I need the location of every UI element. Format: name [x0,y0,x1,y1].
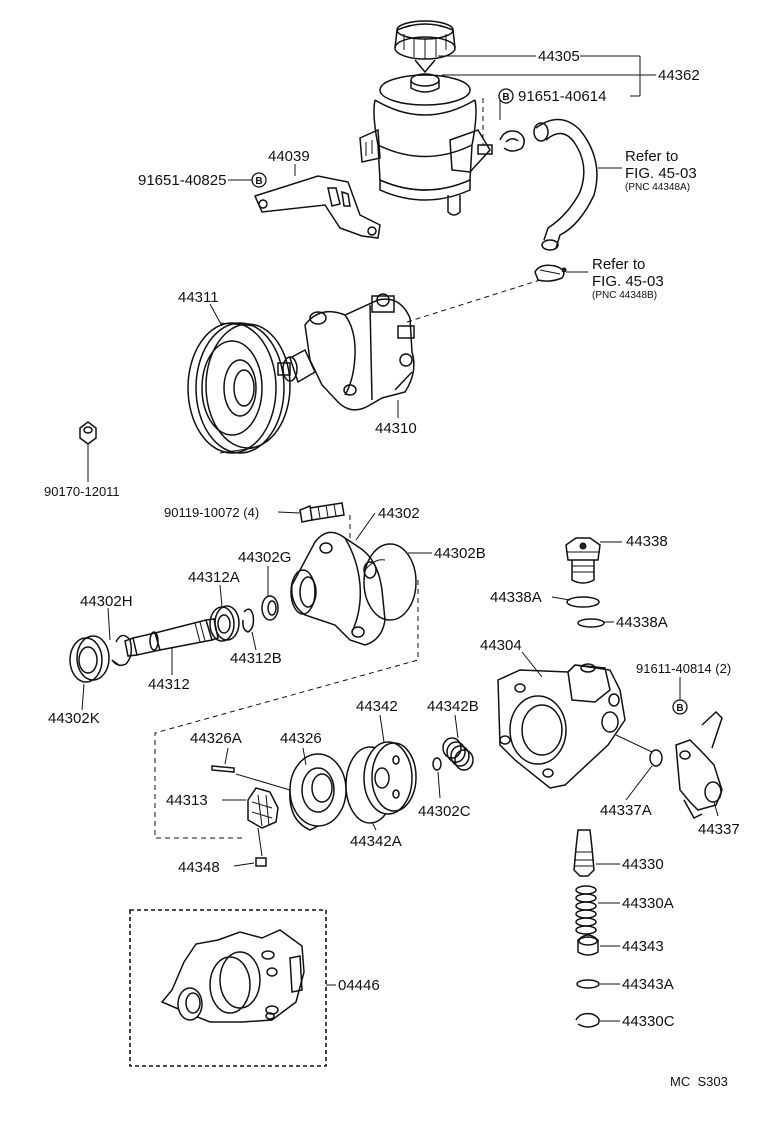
label-44039: 44039 [268,148,310,165]
label-44338A-lower: 44338A [616,614,668,631]
label-44302G: 44302G [238,549,291,566]
rotor-44313 [247,787,279,829]
badge-b-3: B [672,699,688,715]
bolt-90119-10072 [299,502,345,523]
leader-lines [81,55,719,1022]
snap-ring-44302H [111,634,133,667]
seal-44302G [261,595,279,621]
label-44302: 44302 [378,505,420,522]
label-44337: 44337 [698,821,740,838]
label-91611-40814: 91611-40814 (2) [636,661,731,676]
plug-44343 [577,934,599,956]
gasket-44302B [363,543,417,621]
label-44338A-upper: 44338A [490,589,542,606]
oil-seal-44302K [69,635,110,683]
label-44312B: 44312B [230,650,282,667]
gasket-44338A-lower [577,618,605,628]
rear-plate-44342 [363,741,417,815]
snap-ring-44312B [242,608,255,633]
label-44304: 44304 [480,637,522,654]
suction-port-44337 [675,710,723,819]
spring-44330A [575,885,597,935]
gasket-kit-04446 [160,929,305,1023]
label-44362: 44362 [658,67,700,84]
label-44342: 44342 [356,698,398,715]
label-91651-40614: 91651-40614 [518,88,606,105]
label-44342B: 44342B [427,698,479,715]
cam-ring-44326 [289,753,347,831]
label-44302B: 44302B [434,545,486,562]
pulley-44311 [187,322,291,454]
label-04446: 04446 [338,977,380,994]
figure-code: MC S303 [670,1074,728,1089]
return-hose [533,118,598,251]
ref1-line3: (PNC 44348A) [625,182,690,193]
label-44312A: 44312A [188,569,240,586]
gasket-kit-boundary [129,909,327,1067]
badge-b-3-text: B [676,703,683,714]
label-44312: 44312 [148,676,190,693]
hose-clamp-lower [534,264,567,282]
label-44313: 44313 [166,792,208,809]
ref2-line1: Refer to [592,256,645,273]
badge-b-2-text: B [255,176,262,187]
ref2-line3: (PNC 44348B) [592,290,657,301]
ref1-line2: FIG. 45-03 [625,165,697,182]
label-44302C: 44302C [418,803,471,820]
badge-b-2: B [251,172,267,188]
label-44342A: 44342A [350,833,402,850]
label-90119-10072: 90119-10072 (4) [164,505,259,520]
cartridge-group-boundary [154,580,419,839]
hose-clamp-upper [499,130,525,152]
leader-dashed-3 [406,279,541,323]
o-ring-44337A [649,749,663,767]
front-housing-44302 [290,531,386,646]
label-44305: 44305 [538,48,580,65]
label-44311: 44311 [178,289,219,306]
label-44302H: 44302H [80,593,133,610]
pump-assembly-44310 [277,293,415,411]
label-44343: 44343 [622,938,664,955]
o-ring-44302C [432,757,442,771]
ref2-line2: FIG. 45-03 [592,273,664,290]
label-90170-12011: 90170-12011 [44,484,120,499]
label-44330C: 44330C [622,1013,675,1030]
gasket-44338A-upper [566,596,600,608]
spring-44342B [442,737,474,771]
snap-ring-44330C [575,1012,600,1028]
label-44310: 44310 [375,420,417,437]
pin-44326A [211,765,235,773]
union-bolt-44338 [565,537,601,584]
vane-44348 [255,857,267,867]
reservoir-cap [394,20,456,74]
label-44326: 44326 [280,730,322,747]
rear-housing-44304 [497,663,626,789]
ref1-line1: Refer to [625,148,678,165]
label-44330A: 44330A [622,895,674,912]
label-44338: 44338 [626,533,668,550]
o-ring-44343A [576,979,600,989]
label-44302K: 44302K [48,710,100,727]
label-44330: 44330 [622,856,664,873]
nut-90170-12011 [79,421,97,445]
label-44348: 44348 [178,859,220,876]
bracket-44039 [253,175,381,239]
label-44343A: 44343A [622,976,674,993]
reservoir-tank [359,73,493,216]
badge-b-1-text: B [502,92,509,103]
label-44337A: 44337A [600,802,652,819]
label-91651-40825: 91651-40825 [138,172,226,189]
badge-b-1: B [498,88,514,104]
label-44326A: 44326A [190,730,242,747]
valve-44330 [573,829,595,877]
